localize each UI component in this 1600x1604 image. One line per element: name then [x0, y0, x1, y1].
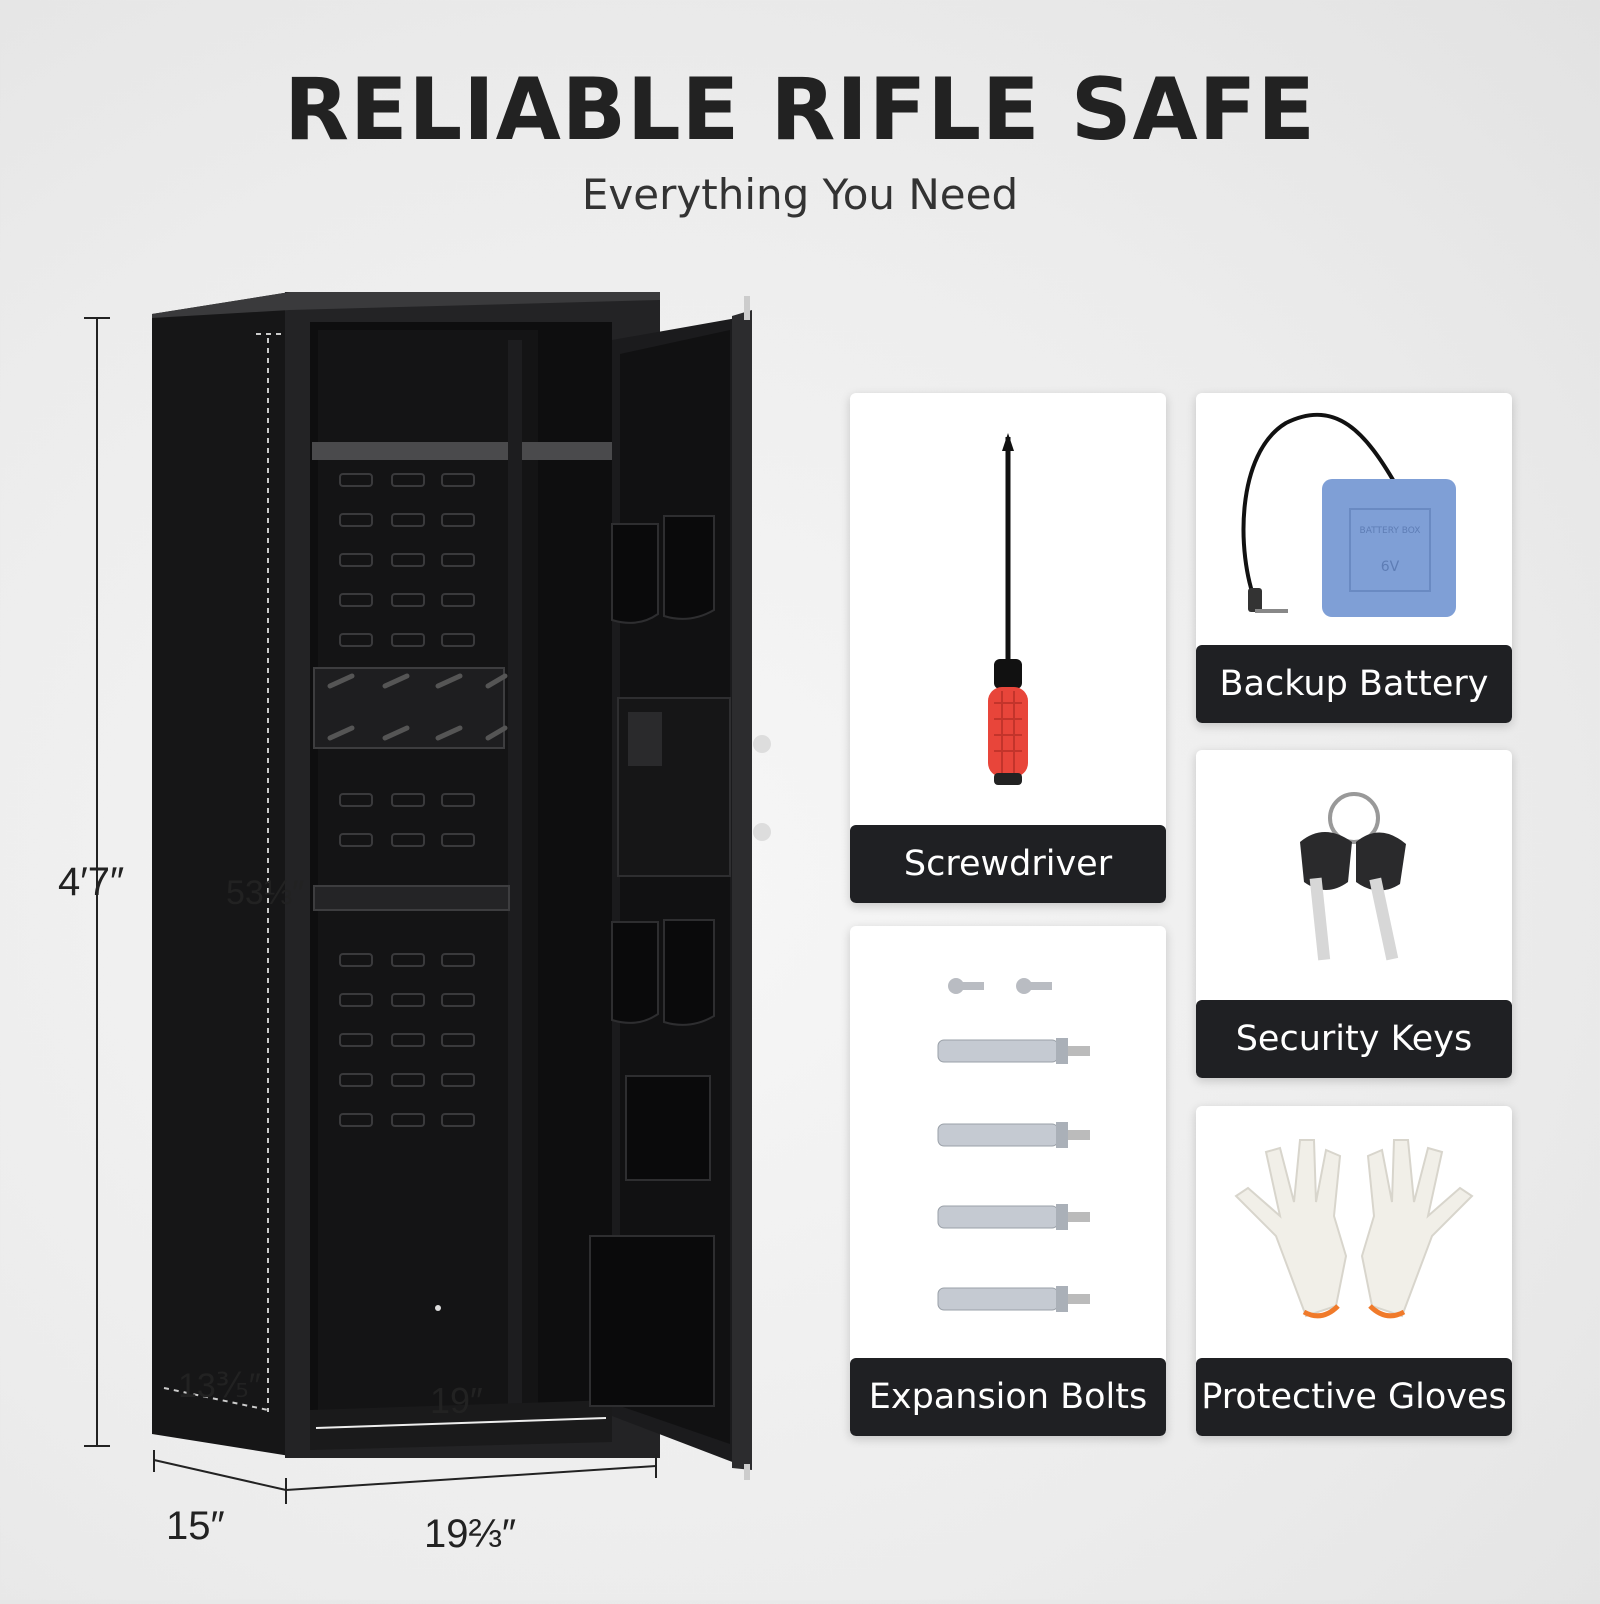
height-label: 4′7″ — [58, 860, 125, 904]
safe-side-panel — [152, 292, 290, 1456]
accessory-card-screwdriver: Screwdriver — [850, 393, 1166, 903]
page-subtitle: Everything You Need — [581, 170, 1019, 219]
accessory-card-keys: Security Keys — [1196, 750, 1512, 1078]
bolts-icon — [937, 978, 1091, 1313]
accessory-card-battery: BATTERY BOX 6V Backup Battery — [1196, 393, 1512, 723]
width-label: 19⅔″ — [424, 1512, 517, 1556]
accessory-label: Backup Battery — [1196, 645, 1512, 723]
svg-text:6V: 6V — [1381, 559, 1400, 575]
svg-text:BATTERY BOX: BATTERY BOX — [1360, 526, 1421, 536]
depth-label: 15″ — [166, 1504, 225, 1548]
accessory-card-gloves: Protective Gloves — [1196, 1106, 1512, 1436]
top-shelf — [312, 442, 612, 460]
inner-height-label: 53⅓″ — [226, 874, 305, 912]
inner-depth-label: 13⅗″ — [178, 1367, 261, 1405]
base-dimension-lines — [153, 1450, 657, 1504]
screwdriver-icon — [988, 433, 1028, 785]
page-title: RELIABLE RIFLE SAFE — [284, 60, 1316, 160]
accessory-label: Protective Gloves — [1196, 1358, 1512, 1436]
accessory-label: Expansion Bolts — [850, 1358, 1166, 1436]
safe-drawing — [84, 292, 771, 1504]
battery-box-icon: BATTERY BOX 6V — [1241, 412, 1456, 617]
accessory-label: Screwdriver — [850, 825, 1166, 903]
accessory-label: Security Keys — [1196, 1000, 1512, 1078]
safe-illustration: 4′7″ 53⅓″ 13⅗″ 19″ 15″ 19⅔″ — [58, 292, 771, 1556]
keys-icon — [1300, 792, 1406, 961]
gloves-icon — [1234, 1139, 1474, 1319]
accessory-card-bolts: Expansion Bolts — [850, 926, 1166, 1436]
height-dimension-line — [84, 317, 110, 1447]
inner-width-label: 19″ — [430, 1380, 483, 1421]
back-panel-slots — [339, 473, 475, 1127]
